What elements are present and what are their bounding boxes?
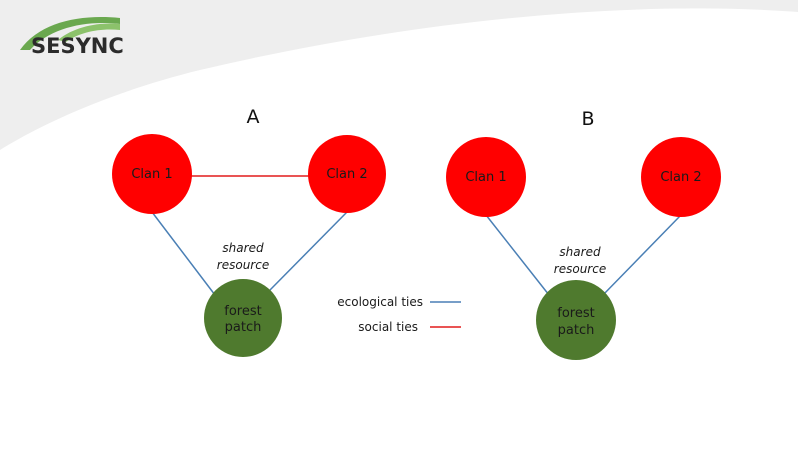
legend-ecological-label: ecological ties (337, 295, 423, 309)
forest-node-a (204, 279, 282, 357)
forest-label-b1: forest (557, 306, 594, 321)
logo-arc-inner (58, 23, 120, 42)
shared-resource-label-a2: resource (217, 258, 269, 272)
shared-resource-label-a1: shared (222, 241, 264, 255)
forest-label-a2: patch (225, 320, 262, 335)
forest-node-b (536, 280, 616, 360)
ecological-tie-a-clan2 (269, 211, 348, 291)
background-swoosh (0, 0, 798, 150)
clan-node-b2 (641, 137, 721, 217)
legend-social-label: social ties (358, 320, 418, 334)
logo-text: SESYNC (31, 34, 124, 58)
panel-label-b: B (581, 108, 594, 130)
clan-node-a1 (112, 134, 192, 214)
clan-label-b2: Clan 2 (660, 170, 701, 185)
panel-label-a: A (247, 106, 260, 128)
panel-b: B Clan 1 Clan 2 forest patch shared reso… (446, 108, 721, 360)
shared-resource-label-b1: shared (559, 245, 601, 259)
forest-label-a1: forest (224, 304, 261, 319)
legend: ecological ties social ties (337, 295, 461, 334)
ecological-tie-a-clan1 (151, 211, 216, 296)
clan-node-a2 (308, 135, 386, 213)
ecological-tie-b-clan2 (601, 214, 682, 297)
forest-label-b2: patch (558, 323, 595, 338)
panel-a: A Clan 1 Clan 2 forest patch shared reso… (112, 106, 386, 357)
shared-resource-label-b2: resource (554, 262, 606, 276)
logo-arc (20, 17, 120, 50)
ecological-tie-b-clan1 (485, 214, 550, 296)
clan-label-a2: Clan 2 (326, 167, 367, 182)
sesync-logo: SESYNC (20, 17, 124, 58)
clan-label-a1: Clan 1 (131, 167, 172, 182)
clan-node-b1 (446, 137, 526, 217)
clan-label-b1: Clan 1 (465, 170, 506, 185)
